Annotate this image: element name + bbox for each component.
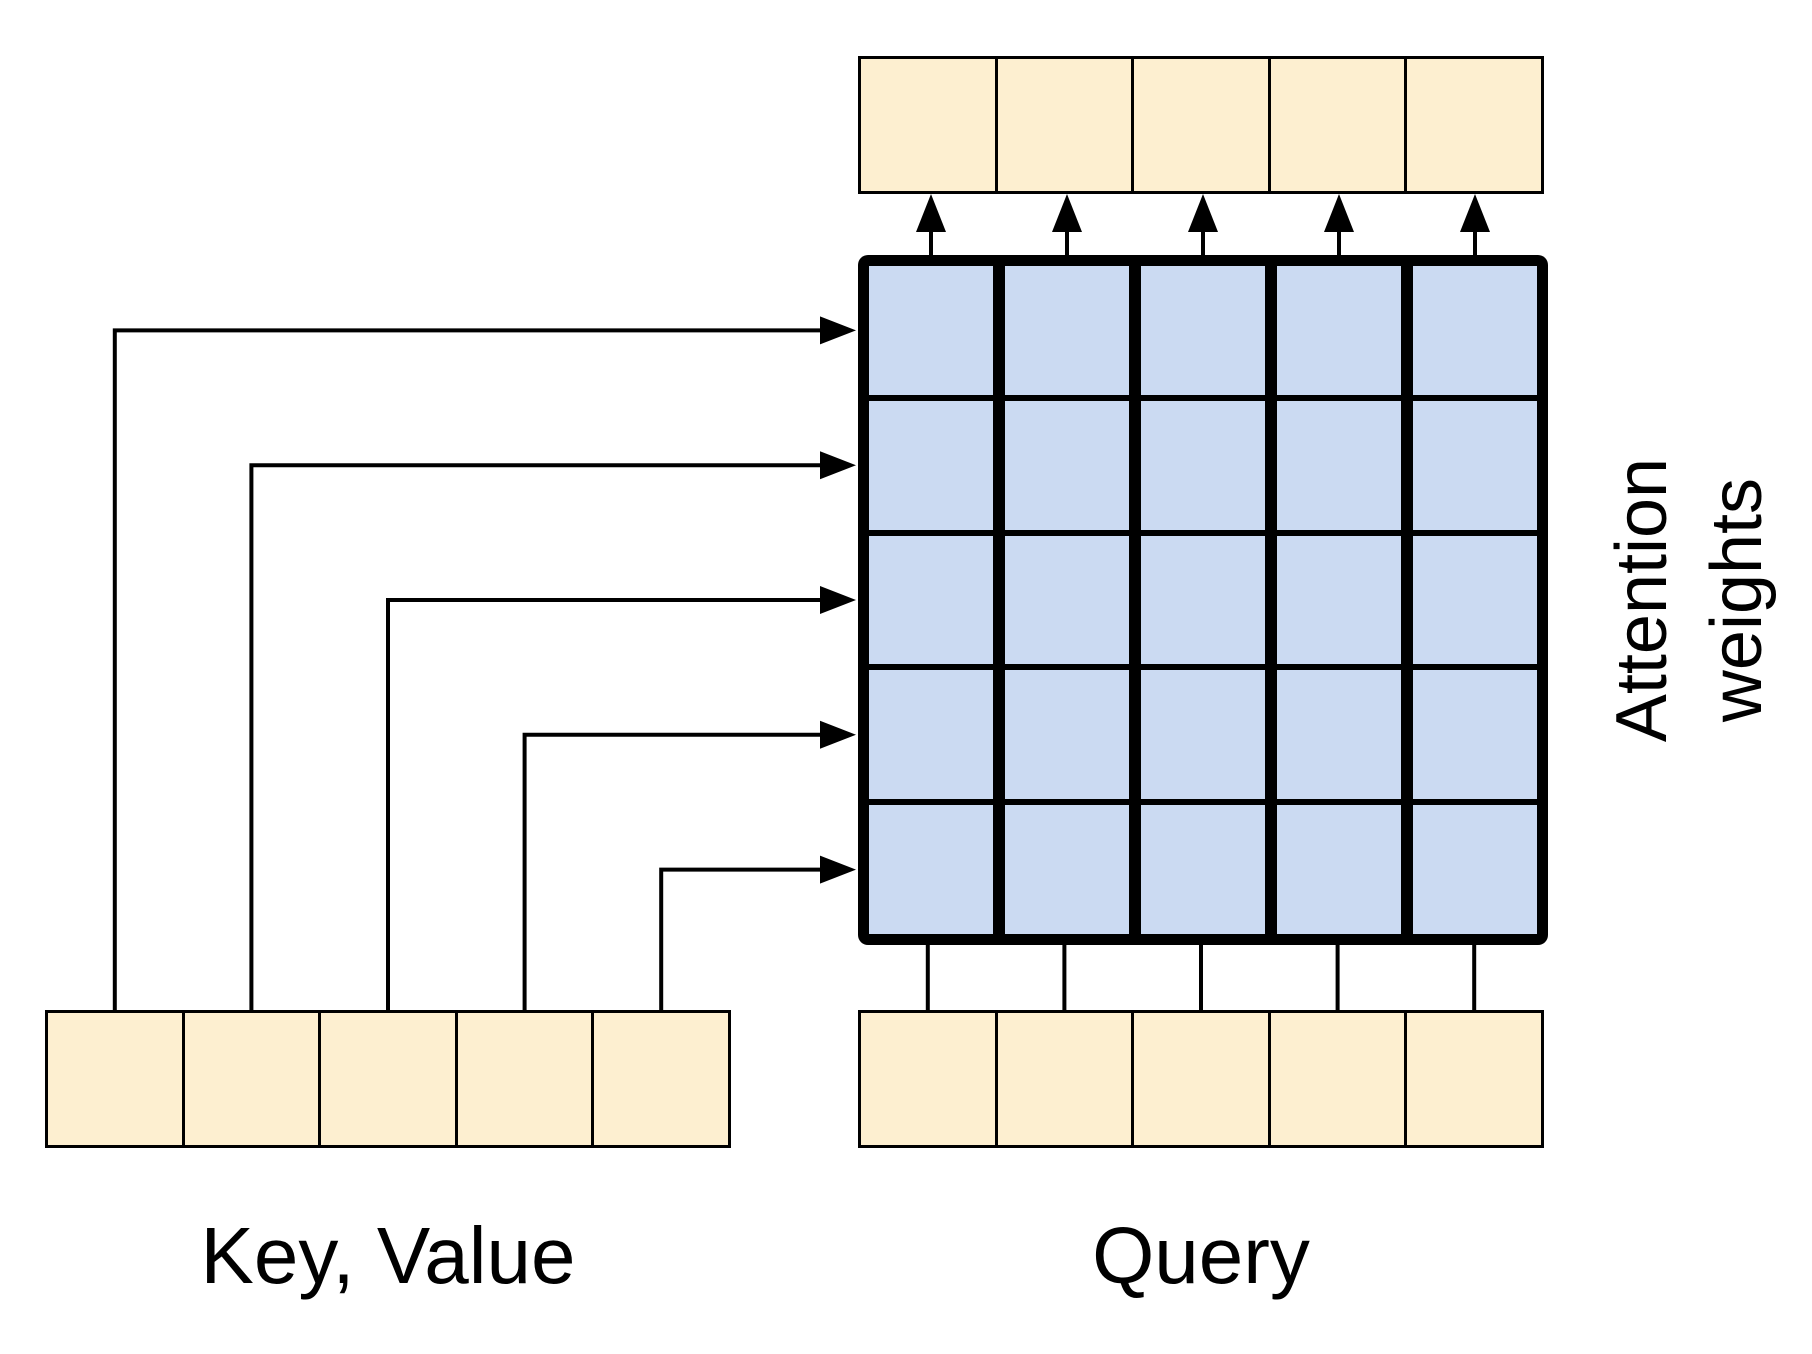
kv-to-matrix-arrow-line	[112, 328, 822, 1010]
attention-weight-cell	[1413, 805, 1537, 934]
matrix-to-output-arrowhead	[916, 194, 946, 232]
key-value-cell	[321, 1013, 455, 1145]
attention-weight-cell	[1413, 400, 1537, 530]
query-vector-row	[858, 1010, 1544, 1148]
kv-to-matrix-arrowhead	[820, 586, 856, 614]
attention-weight-cell	[1277, 535, 1401, 665]
attention-weight-cell	[869, 400, 993, 530]
attention-weight-cell	[1141, 805, 1265, 934]
kv-to-matrix-arrowhead	[820, 720, 856, 749]
output-vector-row	[858, 56, 1544, 194]
output-cell	[1134, 59, 1268, 191]
attention-weight-cell	[1413, 535, 1537, 665]
kv-to-matrix-arrowhead	[820, 855, 856, 884]
attention-weight-cell	[1277, 266, 1401, 395]
kv-to-matrix-arrowhead	[820, 316, 856, 345]
attention-weights-label-line2: weights	[1697, 477, 1777, 723]
key-value-cell	[594, 1013, 728, 1145]
attention-weight-cell	[1413, 266, 1537, 395]
attention-weight-cell	[1277, 805, 1401, 934]
kv-to-matrix-arrowhead	[820, 451, 856, 480]
query-cell	[861, 1013, 995, 1145]
attention-weight-cell	[869, 670, 993, 800]
output-cell	[997, 59, 1132, 191]
output-cell	[1270, 59, 1405, 191]
matrix-to-output-arrowhead	[1460, 194, 1490, 232]
attention-weight-cell	[1005, 266, 1129, 395]
query-cell	[1407, 1013, 1541, 1145]
output-cell	[1407, 59, 1541, 191]
attention-weight-cell	[869, 805, 993, 934]
key-value-cell	[48, 1013, 182, 1145]
matrix-to-output-arrowhead	[1188, 194, 1218, 232]
attention-weight-matrix	[858, 255, 1548, 945]
attention-weight-cell	[1005, 400, 1129, 530]
attention-weight-cell	[1413, 670, 1537, 800]
attention-weight-cell	[1277, 670, 1401, 800]
attention-weight-cell	[1141, 670, 1265, 800]
key-value-cell	[184, 1013, 319, 1145]
attention-weight-cell	[1277, 400, 1401, 530]
attention-weight-cell	[1141, 400, 1265, 530]
kv-to-matrix-arrow-line	[522, 732, 822, 1010]
kv-to-matrix-arrow-line	[249, 463, 822, 1010]
matrix-to-output-arrowhead	[1052, 194, 1082, 232]
key-value-vector-row	[45, 1010, 731, 1148]
attention-weight-cell	[1005, 805, 1129, 934]
query-cell	[1134, 1013, 1268, 1145]
kv-to-matrix-arrow-line	[659, 867, 822, 1010]
attention-weight-cell	[1005, 670, 1129, 800]
matrix-to-output-arrowhead	[1324, 194, 1354, 232]
attention-weight-cell	[1141, 266, 1265, 395]
key-value-label: Key, Value	[200, 1211, 576, 1300]
query-label: Query	[1092, 1211, 1310, 1300]
kv-to-matrix-arrow-line	[386, 598, 822, 1010]
attention-weight-cell	[1141, 535, 1265, 665]
attention-weights-label-line1: Attention	[1601, 457, 1682, 743]
output-cell	[861, 59, 995, 191]
attention-weight-cell	[869, 266, 993, 395]
query-cell	[997, 1013, 1132, 1145]
query-cell	[1270, 1013, 1405, 1145]
attention-weight-cell	[869, 535, 993, 665]
attention-weights-label: Attention weights	[1602, 400, 1777, 800]
attention-weight-cell	[1005, 535, 1129, 665]
key-value-cell	[457, 1013, 592, 1145]
